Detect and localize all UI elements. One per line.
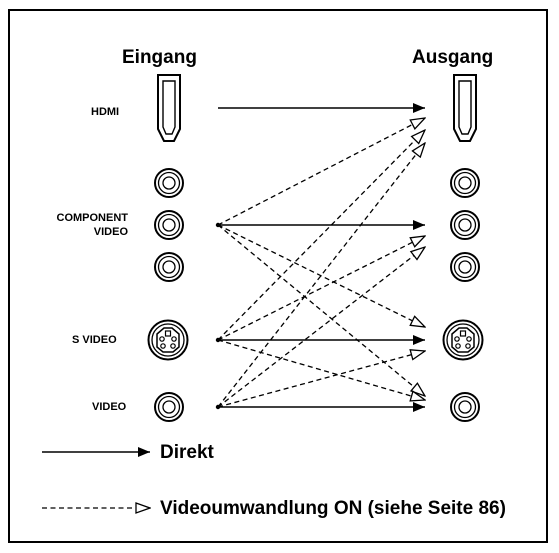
conversion-line-component-to-s-video [217,224,425,327]
s-video-output-connector [442,319,484,361]
video-source-dot [215,404,221,410]
hdmi-output-connector [453,74,477,142]
conversion-line-s-video-to-component [217,236,425,341]
video-output-jack [450,392,480,422]
conversion-line-video-to-s-video [217,351,425,408]
component-output-jack-1 [450,168,480,198]
s-video-input-connector [147,319,189,361]
conversion-line-s-video-to-video [217,339,425,400]
s-video-label: S VIDEO [72,334,117,346]
video-label: VIDEO [92,401,127,413]
component-label-line2: VIDEO [93,226,128,238]
component-source-dot [215,222,221,228]
component-output-jack-3 [450,252,480,282]
legend-conversion-label: Videoumwandlung ON (siehe Seite 86) [160,498,506,519]
component-output-jack-2 [450,210,480,240]
legend-direct-label: Direkt [160,442,214,463]
hdmi-input-connector [157,74,181,142]
conversion-line-s-video-to-hdmi [217,130,425,341]
video-input-jack [154,392,184,422]
conversion-line-video-to-hdmi [217,143,425,408]
s-video-source-dot [215,337,221,343]
conversion-line-component-to-video [217,224,425,396]
hdmi-label: HDMI [91,106,120,118]
conversion-line-video-to-component [217,247,425,408]
component-input-jack-3 [154,252,184,282]
input-heading: Eingang [122,47,197,68]
component-input-jack-1 [154,168,184,198]
component-label-line1: COMPONENT [56,212,129,224]
conversion-line-component-to-hdmi [217,118,425,226]
output-heading: Ausgang [412,47,494,68]
component-input-jack-2 [154,210,184,240]
